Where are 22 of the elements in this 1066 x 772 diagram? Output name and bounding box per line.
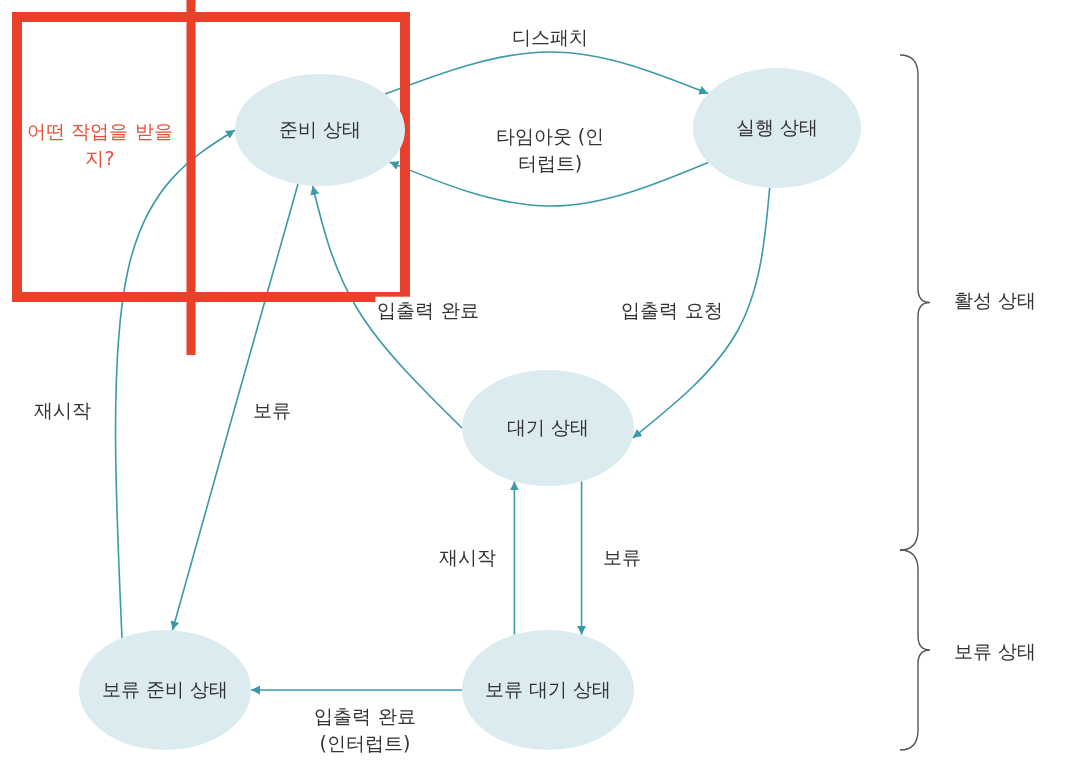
arrow: [114, 129, 236, 639]
arrow: [170, 183, 299, 632]
state-ellipse: [79, 630, 251, 750]
state-ellipse: [462, 370, 634, 486]
arrow: [509, 480, 519, 636]
arrow: [250, 685, 463, 695]
state-ellipse: [462, 630, 634, 750]
state-name: 대기 상태: [506, 415, 589, 441]
state-name: 보류 대기 상태: [484, 677, 612, 703]
group-label: 활성 상태: [954, 287, 1036, 313]
arrow: [310, 185, 463, 429]
arrow: [631, 186, 771, 439]
annotation-text: 어떤 작업을 받을지?: [26, 119, 174, 171]
state-name: 보류 준비 상태: [101, 677, 229, 703]
arrow: [388, 161, 709, 207]
arrow: [577, 480, 587, 636]
state-ellipse: [693, 68, 861, 188]
group-label: 보류 상태: [954, 638, 1036, 664]
state-name: 준비 상태: [278, 117, 361, 143]
state-name: 실행 상태: [735, 115, 818, 141]
arrow: [384, 51, 709, 95]
state-ellipse: [235, 74, 405, 186]
